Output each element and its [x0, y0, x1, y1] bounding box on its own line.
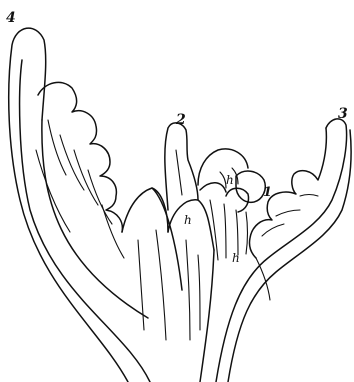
label-leaf-3: 3: [338, 106, 348, 122]
label-leaf-2: 2: [175, 112, 186, 128]
label-leaf-1: 1: [263, 185, 272, 200]
label-leaf-4: 4: [6, 10, 16, 26]
label-h-bottom: h: [232, 251, 240, 265]
outer-left-leaf: [9, 28, 150, 382]
middle-cluster: [198, 149, 265, 260]
label-h-left: h: [184, 213, 192, 227]
left-frond: [36, 82, 124, 258]
center-lobes: [122, 188, 214, 382]
label-h-center: h: [226, 173, 234, 187]
leaf-2: [165, 123, 198, 210]
